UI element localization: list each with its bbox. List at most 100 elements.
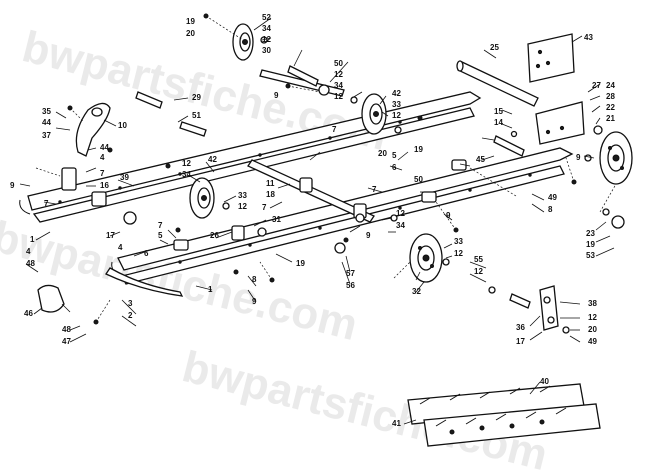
callout-16: 16 (100, 181, 109, 190)
callout-29: 29 (192, 93, 201, 102)
rear-adjuster-bracket (535, 101, 585, 145)
callout-44-a: 44 (42, 118, 51, 127)
callout-12-i: 12 (474, 267, 483, 276)
callout-20: 20 (186, 29, 195, 38)
callout-6-a: 6 (144, 249, 149, 258)
callout-40: 40 (540, 377, 549, 386)
callout-42-a: 42 (392, 89, 401, 98)
callout-8-b: 8 (252, 275, 257, 284)
callout-9-f: 9 (252, 297, 257, 306)
callout-7-b: 7 (100, 169, 105, 178)
callout-22: 22 (606, 103, 615, 112)
callout-51: 51 (192, 111, 201, 120)
callout-34: 34 (262, 24, 271, 33)
callout-21: 21 (606, 114, 615, 123)
callout-52: 52 (262, 13, 271, 22)
callout-7-d: 7 (262, 203, 267, 212)
callout-50-b: 50 (414, 175, 423, 184)
rear-idler-wheel (599, 131, 633, 185)
callout-49-b: 49 (588, 337, 597, 346)
callout-15: 15 (494, 107, 503, 116)
callout-9-d: 9 (366, 231, 371, 240)
rail-holes (58, 120, 532, 264)
callout-7-a: 7 (332, 125, 337, 134)
callout-1-b: 1 (208, 285, 213, 294)
front-arm-link (75, 102, 111, 157)
lower-idler-wheel (409, 233, 443, 283)
callout-27: 27 (592, 81, 601, 90)
rail-wear-strip (105, 267, 184, 297)
callout-5-b: 5 (392, 151, 397, 160)
callout-33-c: 33 (454, 237, 463, 246)
callout-4-b: 4 (118, 243, 123, 252)
callout-20-c: 20 (588, 325, 597, 334)
callout-23: 23 (586, 229, 595, 238)
shock-pins (135, 65, 531, 309)
callout-19-d: 19 (296, 259, 305, 268)
callout-12-c: 12 (334, 92, 343, 101)
callout-19-b: 19 (414, 145, 423, 154)
callout-17-b: 17 (516, 337, 525, 346)
callout-46: 46 (24, 309, 33, 318)
callout-42-b: 42 (208, 155, 217, 164)
callout-33-a: 33 (392, 100, 401, 109)
callout-28: 28 (606, 92, 615, 101)
callout-57: 57 (346, 269, 355, 278)
callout-9-e: 9 (446, 211, 451, 220)
callout-55: 55 (474, 255, 483, 264)
callout-7-f: 7 (372, 185, 377, 194)
callout-18: 18 (266, 190, 275, 199)
callout-25: 25 (490, 43, 499, 52)
callout-2: 2 (128, 311, 133, 320)
callout-24: 24 (606, 81, 615, 90)
callout-14: 14 (494, 118, 503, 127)
callout-37: 37 (42, 131, 51, 140)
callout-49-a: 49 (548, 193, 557, 202)
callout-12-h: 12 (454, 249, 463, 258)
callout-12-d: 12 (392, 111, 401, 120)
callout-38: 38 (588, 299, 597, 308)
callout-12-b: 12 (334, 70, 343, 79)
callout-8-a: 8 (548, 205, 553, 214)
callout-31: 31 (272, 215, 281, 224)
callout-12-j: 12 (588, 313, 597, 322)
callout-19-c: 19 (586, 240, 595, 249)
front-mount-block (61, 167, 107, 207)
callout-7-c: 7 (44, 199, 49, 208)
callout-10: 10 (118, 121, 127, 130)
track-strip-lower (423, 403, 601, 447)
callout-9-c: 9 (10, 181, 15, 190)
callout-9-b: 9 (576, 153, 581, 162)
callout-33-b: 33 (238, 191, 247, 200)
callout-5-a: 5 (158, 231, 163, 240)
rear-link-plate (539, 285, 559, 331)
callout-4-a: 4 (100, 153, 105, 162)
callout-7-e: 7 (158, 221, 163, 230)
callout-47: 47 (62, 337, 71, 346)
callout-26: 26 (210, 231, 219, 240)
callout-35: 35 (42, 107, 51, 116)
callout-12: 12 (262, 35, 271, 44)
callout-17-a: 17 (106, 231, 115, 240)
washers-and-nuts (123, 36, 625, 334)
callout-19: 19 (186, 17, 195, 26)
callout-30: 30 (262, 46, 271, 55)
callout-12-f: 12 (238, 202, 247, 211)
callout-45: 45 (476, 155, 485, 164)
callout-36: 36 (516, 323, 525, 332)
callout-12-e: 12 (182, 159, 191, 168)
callout-48-a: 48 (26, 259, 35, 268)
callout-12-g: 12 (396, 209, 405, 218)
callout-6-b: 6 (392, 163, 397, 172)
callout-34-c: 34 (182, 170, 191, 179)
rear-axle-bracket (527, 33, 575, 83)
callout-11: 11 (266, 179, 275, 188)
callout-53: 53 (586, 251, 595, 260)
callout-32: 32 (412, 287, 421, 296)
rear-upper-idler-wheel (361, 93, 387, 135)
callout-43: 43 (584, 33, 593, 42)
front-idler-wheel (189, 177, 215, 219)
callout-leaders (19, 17, 615, 425)
